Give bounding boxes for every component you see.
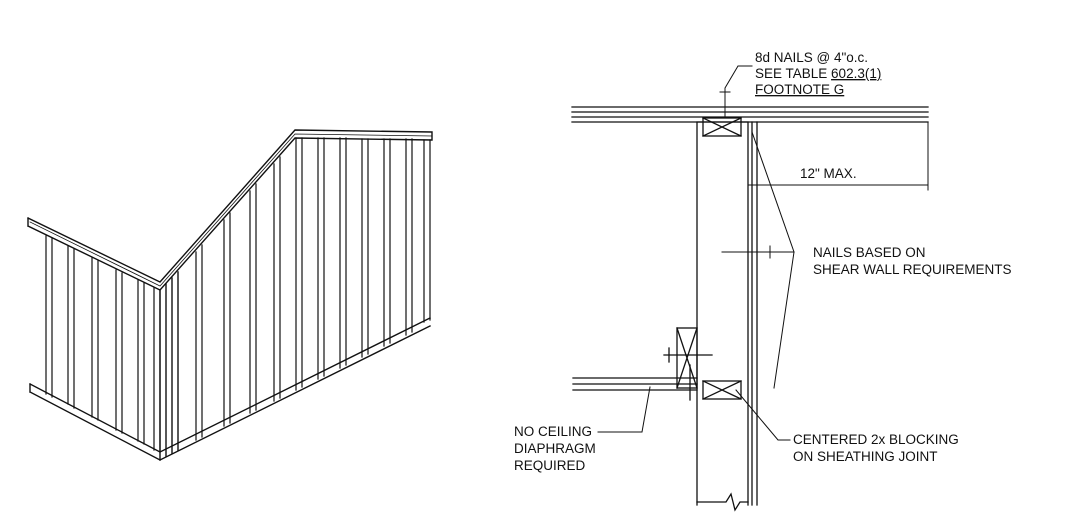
nails-spec-label: 8d NAILS @ 4"o.c. SEE TABLE 602.3(1) FOO… <box>755 50 881 97</box>
blocking-line1: CENTERED 2x BLOCKING <box>793 432 959 447</box>
side-block <box>663 327 713 401</box>
lower-ceiling-joist <box>572 377 698 391</box>
shear-nails-label: NAILS BASED ON SHEAR WALL REQUIREMENTS <box>813 245 1012 277</box>
no-ceiling-leader <box>597 386 651 433</box>
top-plate-inner <box>29 133 433 287</box>
nails-spec-line2-prefix: SEE TABLE <box>755 66 831 81</box>
corner-post <box>159 271 179 461</box>
max-dimension-label: 12" MAX. <box>800 166 857 181</box>
no-ceiling-label: NO CEILING DIAPHRAGM REQUIRED <box>514 424 596 473</box>
shear-nails-line1: NAILS BASED ON <box>813 245 926 260</box>
isometric-wall-framing <box>27 129 433 461</box>
top-floor-joist <box>571 106 929 123</box>
wall-stud-section <box>696 121 758 506</box>
shear-nails-line2: SHEAR WALL REQUIREMENTS <box>813 262 1012 277</box>
nails-spec-leader <box>719 65 753 119</box>
max-dimension-line <box>747 121 929 191</box>
top-plate <box>27 129 433 291</box>
no-ceiling-line1: NO CEILING <box>514 424 592 439</box>
section-detail <box>571 65 929 512</box>
nails-spec-table-ref: 602.3(1) <box>831 66 881 81</box>
nails-spec-line2: SEE TABLE 602.3(1) <box>755 66 881 81</box>
shear-nails-leader <box>721 131 795 389</box>
no-ceiling-line3: REQUIRED <box>514 458 586 473</box>
lower-blocking <box>702 380 742 400</box>
blocking-label: CENTERED 2x BLOCKING ON SHEATHING JOINT <box>793 432 959 464</box>
blocking-line2: ON SHEATHING JOINT <box>793 449 938 464</box>
left-wall-studs <box>45 235 161 453</box>
blocking-leader <box>735 389 791 441</box>
wall-break-line <box>696 492 749 512</box>
top-blocking <box>702 117 742 137</box>
nails-spec-line3: FOOTNOTE G <box>755 82 844 97</box>
no-ceiling-line2: DIAPHRAGM <box>514 441 596 456</box>
right-wall-studs <box>195 137 431 441</box>
nails-spec-line1: 8d NAILS @ 4"o.c. <box>755 50 868 65</box>
